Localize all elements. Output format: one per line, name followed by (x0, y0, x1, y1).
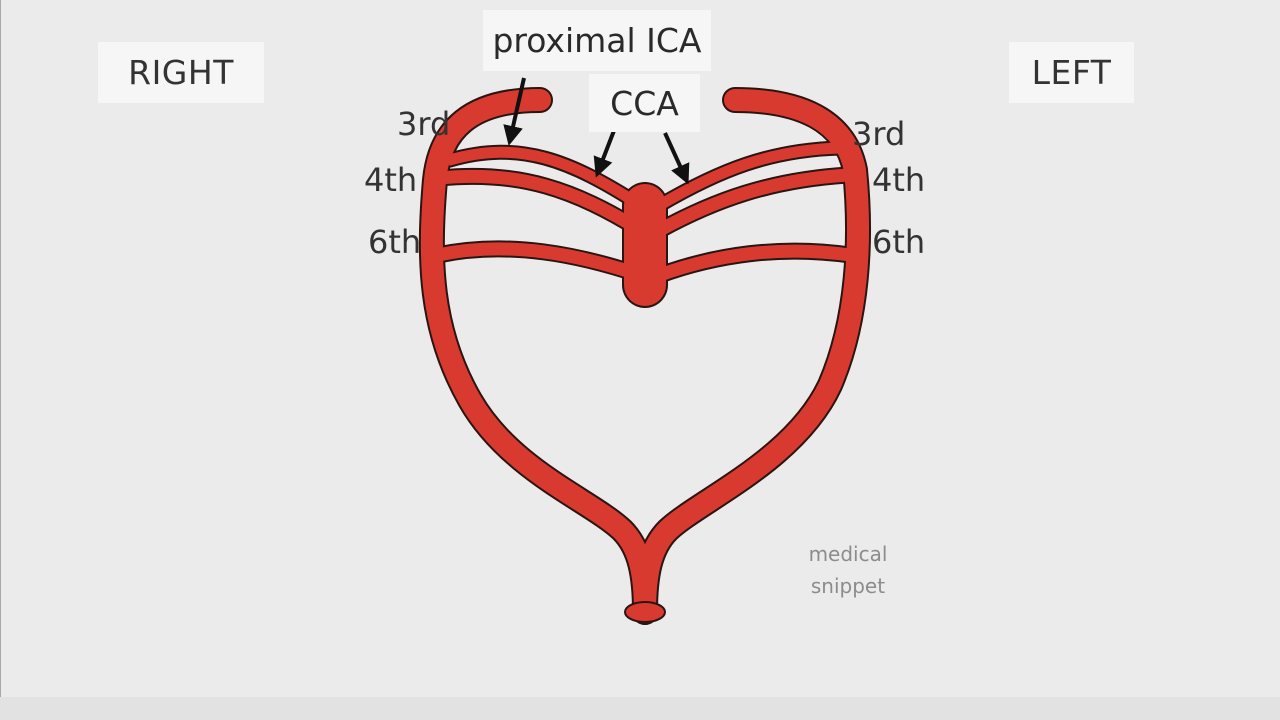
left-6th-arch-label: 6th (872, 223, 926, 261)
callout-cca-text: CCA (610, 83, 679, 123)
right-3rd-arch-label: 3rd (397, 105, 451, 143)
left-dorsal-aorta (634, 89, 870, 623)
side-label-left-text: LEFT (1031, 53, 1112, 92)
arrow-proximal-ica (503, 77, 526, 146)
arrow-cca-right (593, 127, 617, 178)
left-6th-arch (653, 244, 857, 282)
callout-proximal-ica-text: proximal ICA (492, 21, 702, 60)
right-dorsal-aorta (420, 89, 656, 623)
right-4th-arch (433, 169, 647, 237)
window-edge (0, 0, 1, 697)
side-label-left: LEFT (1009, 42, 1134, 103)
right-3rd-arch (444, 146, 646, 211)
right-6th-arch (431, 242, 647, 282)
watermark-line-2: snippet (810, 574, 886, 598)
left-4th-arch (653, 168, 855, 237)
arrow-cca-left (663, 132, 690, 185)
right-4th-arch-label: 4th (364, 161, 418, 199)
right-6th-arch-label: 6th (368, 223, 422, 261)
watermark: medical snippet (792, 538, 904, 602)
descending-aorta-end (624, 601, 666, 623)
side-label-right: RIGHT (98, 42, 264, 103)
left-4th-arch-label: 4th (872, 161, 926, 199)
watermark-line-1: medical (808, 542, 888, 566)
callout-cca: CCA (589, 74, 700, 132)
vessel-fills (420, 89, 870, 623)
annotation-arrows (503, 77, 690, 185)
callout-proximal-ica: proximal ICA (483, 10, 711, 71)
left-3rd-arch-label: 3rd (852, 115, 906, 153)
left-3rd-arch (654, 142, 846, 211)
bottom-band (0, 697, 1280, 720)
side-label-right-text: RIGHT (128, 53, 234, 92)
